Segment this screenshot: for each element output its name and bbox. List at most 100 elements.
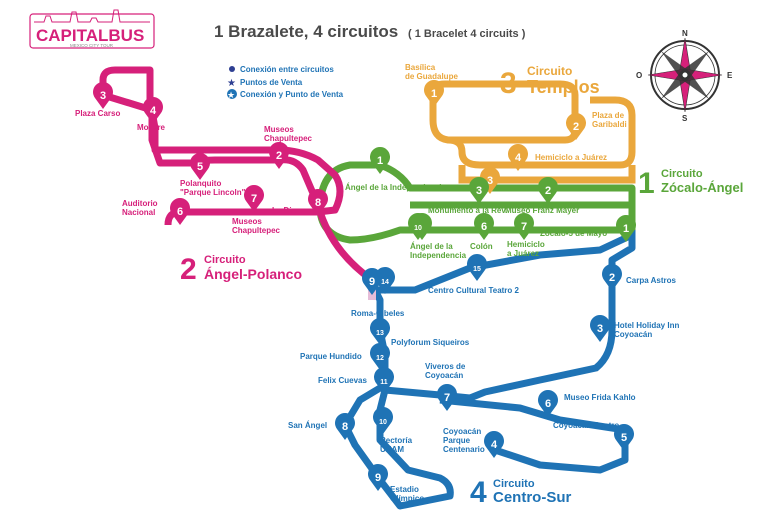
stop-marker-zocalo-3[interactable]: 3 [469,177,489,204]
stop-marker-templos-3[interactable]: 3 [480,167,500,194]
stop-pin-icon [169,197,190,225]
compass-rose-icon: N S E O [636,29,733,123]
connection-dot-icon [229,66,235,72]
stop-marker-sur-10[interactable]: 10 [373,407,394,434]
stop-number: 5 [621,432,627,444]
stop-pin-icon [480,167,500,194]
stop-marker-sur-11[interactable]: 11 [374,367,395,394]
stop-pin-icon [373,407,394,434]
map-legend: Conexión entre circuitos ★ Puntos de Ven… [227,65,344,101]
stop-marker-sur-12[interactable]: 12 [370,342,390,370]
stop-label: Parque Hundido [300,352,362,361]
stop-label: Centro Cultural Teatro 2 [428,286,520,295]
stop-number: 7 [444,392,450,404]
brand-name: CAPITALBUS [36,26,144,45]
stop-pin-icon [374,367,395,394]
stop-number: 3 [100,90,106,102]
stop-marker-zocalo-10[interactable]: 10 [408,213,428,240]
stop-label: Roma-Cibeles [351,309,405,318]
stop-pin-icon [93,82,113,109]
stop-marker-sur-2[interactable]: 2 [602,264,622,291]
stop-number: 4 [515,152,522,164]
stop-pin-icon [244,185,264,212]
stop-marker-polanco-2[interactable]: 2 [269,142,289,169]
stop-number: 6 [545,398,551,410]
stop-pin-icon [566,113,586,140]
legend-connection: Conexión entre circuitos [240,65,334,74]
svg-text:Circuito: Circuito [661,168,703,180]
stop-marker-sur-6[interactable]: 6 [538,390,558,417]
stop-marker-sur-3[interactable]: 3 [590,315,611,342]
stop-marker-polanco-7[interactable]: 7 [244,185,264,212]
stop-label: Plaza Carso [75,109,120,118]
stop-label: Ángel de la Independencia [345,183,446,192]
stop-marker-polanco-6[interactable]: 6 [169,197,190,225]
svg-text:O: O [636,71,642,80]
stop-marker-zocalo-7[interactable]: 7 [514,213,534,240]
svg-text:1: 1 [638,167,655,200]
stop-marker-sur-9[interactable]: 9 [368,464,389,491]
connection-sale-icon [227,89,237,99]
stop-number: 1 [623,223,629,235]
stop-number: 2 [573,121,579,133]
stop-pin-icon [469,177,489,204]
stop-marker-sur-4[interactable]: 4 [484,430,505,458]
svg-text:Templos: Templos [527,77,600,97]
stop-marker-sur-8[interactable]: 8 [335,413,355,440]
stop-pin-icon [508,144,528,171]
stop-number: 10 [379,419,387,426]
stop-label: Polanquito"Parque Lincoln" [180,179,246,197]
svg-text:2: 2 [180,253,197,286]
stop-label: Polyforum Siqueiros [391,338,470,347]
stop-marker-polanco-5[interactable]: 5 [190,153,210,180]
stop-marker-sur-15[interactable]: 15 [467,254,487,281]
stop-marker-polanco-3[interactable]: 3 [93,82,113,109]
stop-marker-zocalo-2[interactable]: 2 [538,177,558,204]
stop-marker-sur-5[interactable]: 5 [614,423,635,451]
stop-label: San Ángel [288,421,327,430]
svg-text:Circuito: Circuito [527,64,572,78]
stop-pin-icon [370,147,390,174]
route-line-zocalo [316,161,636,244]
stop-label: Zócalo-5 de Mayo [540,229,607,238]
stop-pin-icon [269,142,289,169]
stop-label: Moliere [137,123,166,132]
stop-marker-sur-13[interactable]: 13 [370,318,390,345]
stop-marker-zocalo-6[interactable]: 6 [474,213,494,240]
stop-pin-icon [143,97,163,124]
capitalbus-logo: CAPITALBUS MEXICO CITY TOUR [29,9,155,49]
circuit-heading-templos: 3 Circuito Templos [500,64,600,100]
stop-marker-templos-1[interactable]: 1 [424,79,445,107]
svg-text:E: E [727,71,733,80]
stop-number: 7 [251,193,257,205]
stop-marker-polanco-4[interactable]: 4 [143,97,163,124]
stop-number: 6 [481,221,487,233]
stop-pin-icon [467,254,487,281]
stop-marker-templos-4[interactable]: 4 [508,144,528,171]
stop-number: 4 [491,439,498,451]
circuit-heading-polanco: 2 Circuito Ángel-Polanco [180,253,302,286]
stop-marker-zocalo-1[interactable]: 1 [616,215,636,242]
stop-pin-icon [538,390,558,417]
stop-marker-templos-2[interactable]: 2 [566,113,586,140]
stop-number: 8 [315,197,321,209]
stop-number: 15 [473,266,481,273]
sale-point-star-icon: ★ [227,78,236,89]
stop-marker-zocalo-1[interactable]: 1 [370,147,390,174]
stop-marker-sur-7[interactable]: 7 [437,383,458,411]
stop-number: 9 [375,472,381,484]
stop-pin-icon [370,318,390,345]
stop-marker-sur-9[interactable]: 9 [361,267,382,295]
stop-label: Colón [470,242,493,251]
stop-marker-polanco-8[interactable]: 8 [308,189,329,216]
circuit-heading-sur: 4 Circuito Centro-Sur [470,476,571,509]
route-line-polanco [99,66,375,283]
